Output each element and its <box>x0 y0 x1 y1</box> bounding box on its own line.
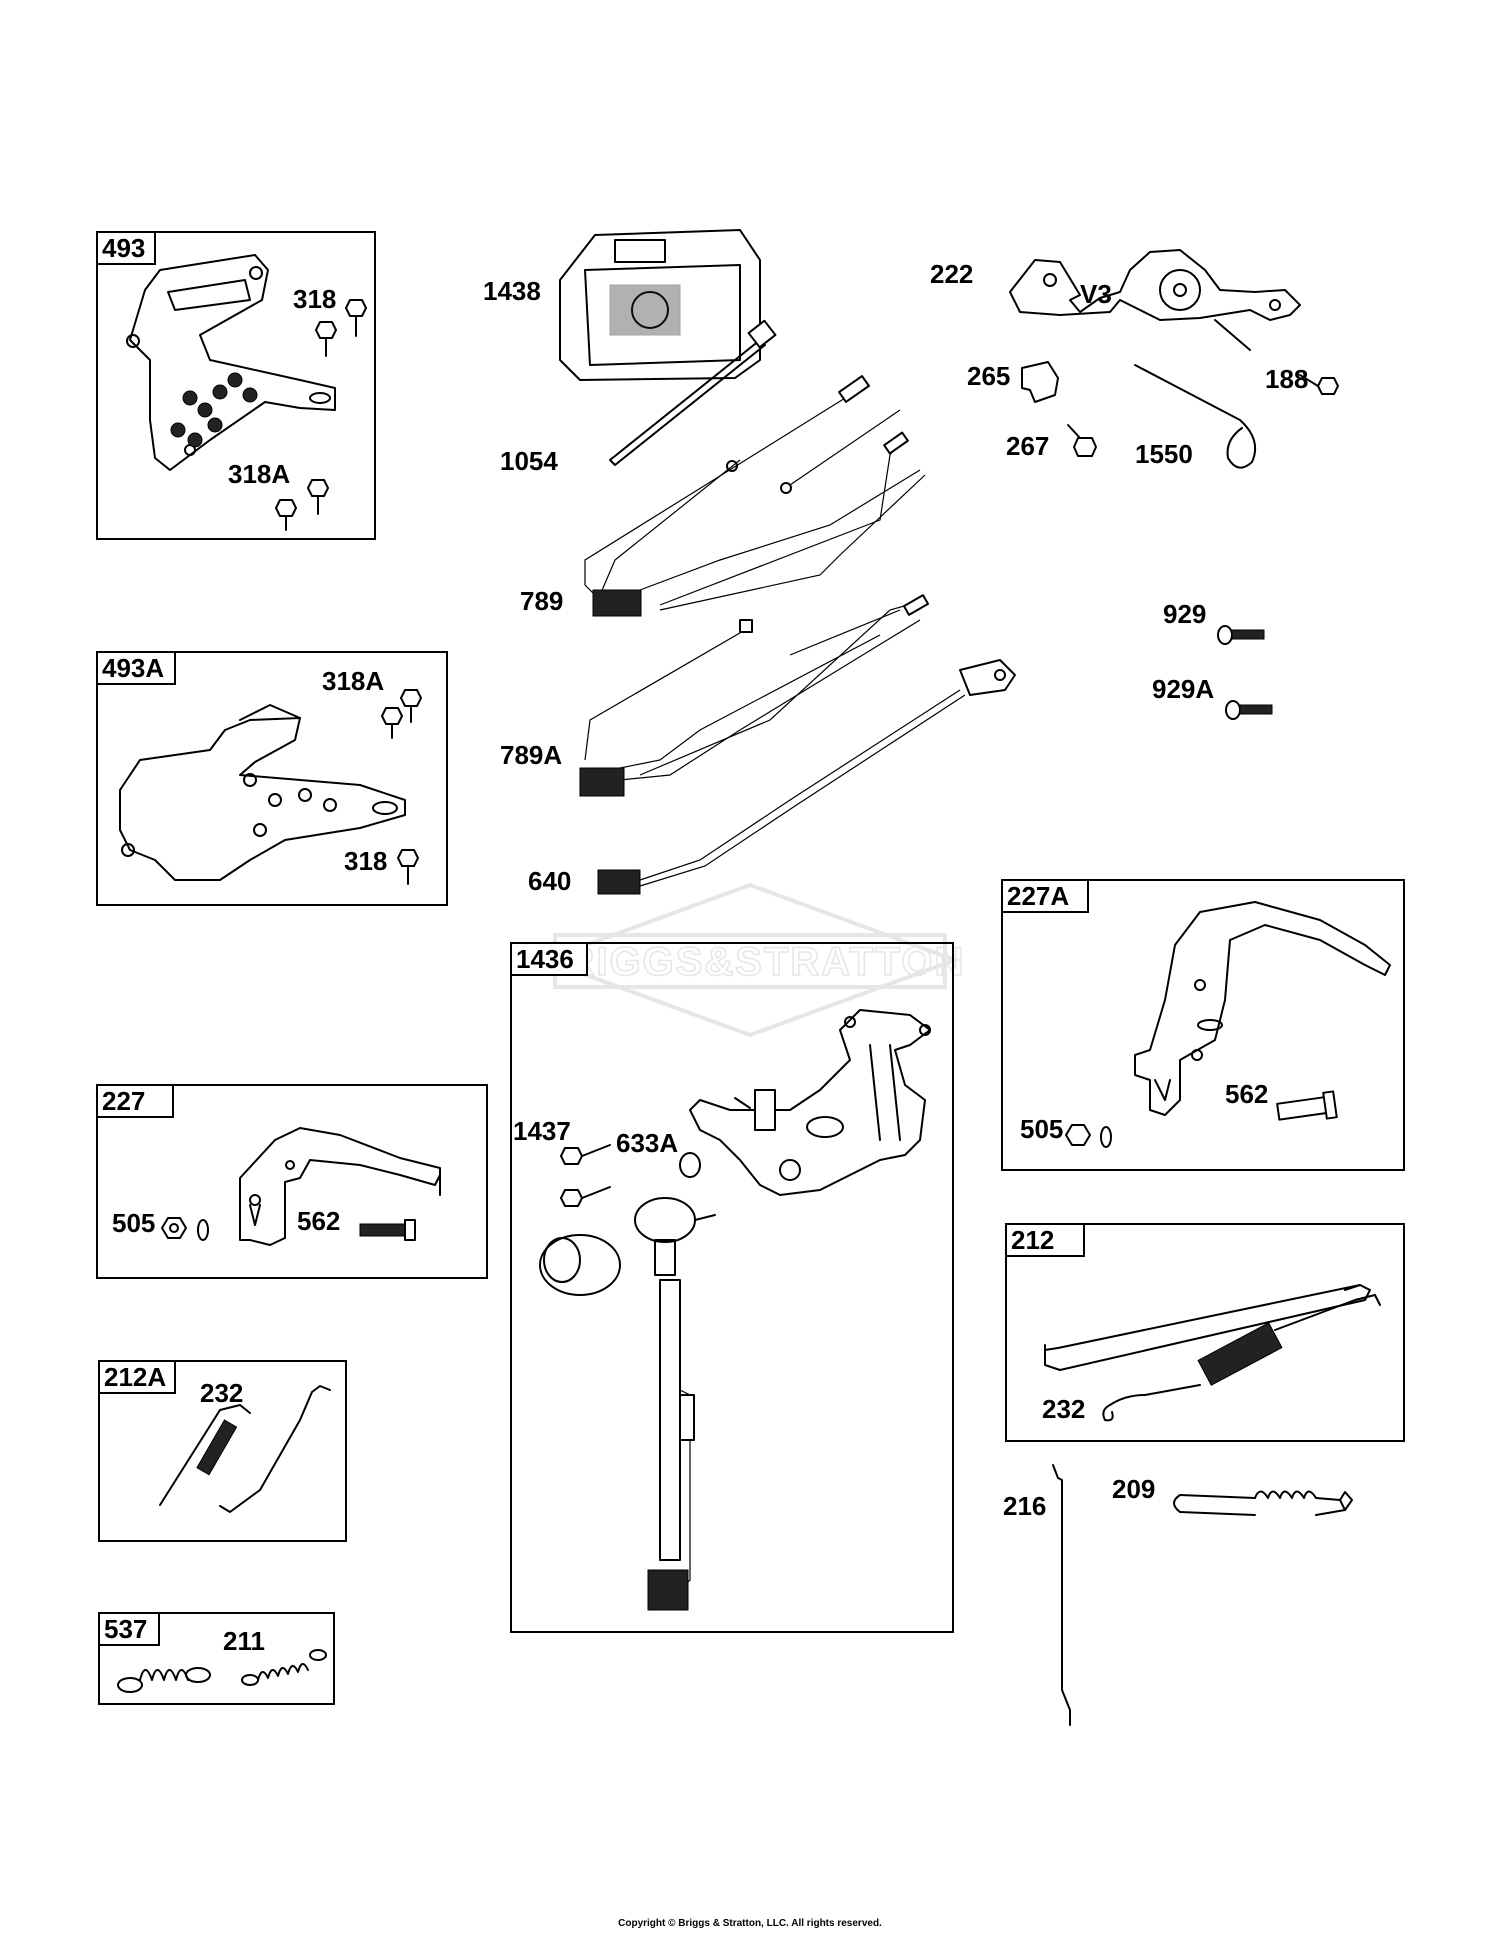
kit-212A: 212A 232 <box>98 1360 347 1542</box>
bolt-562-a <box>359 1219 416 1241</box>
label-789: 789 <box>520 586 563 616</box>
nut-505-a <box>161 1217 209 1241</box>
copyright-footer: Copyright © Briggs & Stratton, LLC. All … <box>618 1918 882 1929</box>
screw-188 <box>1299 374 1339 395</box>
label-212A: 212A <box>104 1362 166 1392</box>
bracket-227 <box>239 1127 441 1246</box>
kit-227: 227 505 562 <box>96 1084 488 1279</box>
label-1438: 1438 <box>483 276 541 306</box>
spring-211 <box>241 1649 327 1686</box>
screw-318A-a <box>275 479 329 531</box>
label-318-b: 318 <box>344 846 387 876</box>
screw-318A-b <box>381 689 422 739</box>
kit-212: 212 232 <box>1005 1223 1405 1442</box>
kit-1436: 1436 1437 633A <box>510 942 954 1633</box>
wire-640 <box>597 659 1016 895</box>
label-265: 265 <box>967 361 1010 391</box>
label-789A: 789A <box>500 740 562 770</box>
screw-929 <box>1217 625 1265 645</box>
rod-216 <box>1052 1464 1071 1726</box>
clip-265 <box>1021 361 1059 403</box>
bracket-493 <box>129 254 336 471</box>
label-188: 188 <box>1265 364 1308 394</box>
label-562-a: 562 <box>297 1206 340 1236</box>
module-1438 <box>559 229 761 381</box>
label-493: 493 <box>102 233 145 263</box>
label-232-a: 232 <box>200 1378 243 1408</box>
cable-tie-1054 <box>609 319 777 466</box>
label-232-b: 232 <box>1042 1394 1085 1424</box>
label-1437: 1437 <box>513 1116 571 1146</box>
harness-1436 <box>647 1279 695 1611</box>
label-633A: 633A <box>616 1128 678 1158</box>
screw-267 <box>1067 424 1097 457</box>
label-929A: 929A <box>1152 674 1214 704</box>
adjusters-493 <box>170 372 258 448</box>
watermark-text: BRIGGS&STRATTON <box>535 940 966 984</box>
label-222: 222 <box>930 259 973 289</box>
label-640: 640 <box>528 866 571 896</box>
link-212A <box>219 1385 331 1513</box>
screw-929A <box>1225 700 1273 720</box>
label-318A-a: 318A <box>228 459 290 489</box>
bracket-1436 <box>689 1009 931 1196</box>
spring-232-b <box>1109 1384 1201 1406</box>
control-bracket-222 <box>1009 249 1301 351</box>
label-1436: 1436 <box>516 944 574 974</box>
spring-537 <box>117 1667 211 1693</box>
bracket-493A <box>119 717 406 881</box>
label-209: 209 <box>1112 1474 1155 1504</box>
solenoid-1436 <box>539 1197 716 1296</box>
label-318-a: 318 <box>293 284 336 314</box>
washer-633A <box>679 1152 701 1178</box>
bracket-227A <box>1134 901 1391 1116</box>
watermark-logo: BRIGGS&STRATTON <box>534 882 966 1038</box>
nut-505-b <box>1065 1124 1112 1148</box>
label-227: 227 <box>102 1086 145 1116</box>
screw-318-b <box>397 849 419 885</box>
label-216: 216 <box>1003 1491 1046 1521</box>
label-318A-b: 318A <box>322 666 384 696</box>
label-562-b: 562 <box>1225 1079 1268 1109</box>
spring-209 <box>1173 1490 1353 1516</box>
label-227A: 227A <box>1007 881 1069 911</box>
label-929: 929 <box>1163 599 1206 629</box>
label-505-a: 505 <box>112 1208 155 1238</box>
label-212: 212 <box>1011 1225 1054 1255</box>
kit-493: 493 318 318A <box>96 231 376 540</box>
kit-227A: 227A 505 562 <box>1001 879 1405 1171</box>
label-211: 211 <box>223 1626 265 1656</box>
label-537: 537 <box>104 1614 147 1644</box>
rod-1550 <box>1134 364 1256 469</box>
harness-789A <box>579 594 930 797</box>
label-267: 267 <box>1006 431 1049 461</box>
kit-493A: 493A 318A 318 <box>96 651 448 906</box>
label-V3: V3 <box>1080 279 1112 309</box>
screws-1437 <box>560 1144 611 1207</box>
label-1054: 1054 <box>500 446 558 476</box>
label-493A: 493A <box>102 653 164 683</box>
label-505-b: 505 <box>1020 1114 1063 1144</box>
harness-789 <box>584 375 926 617</box>
kit-537: 537 211 <box>98 1612 335 1705</box>
screw-318-a <box>315 299 367 357</box>
label-1550: 1550 <box>1135 439 1193 469</box>
bolt-562-b <box>1276 1090 1338 1121</box>
